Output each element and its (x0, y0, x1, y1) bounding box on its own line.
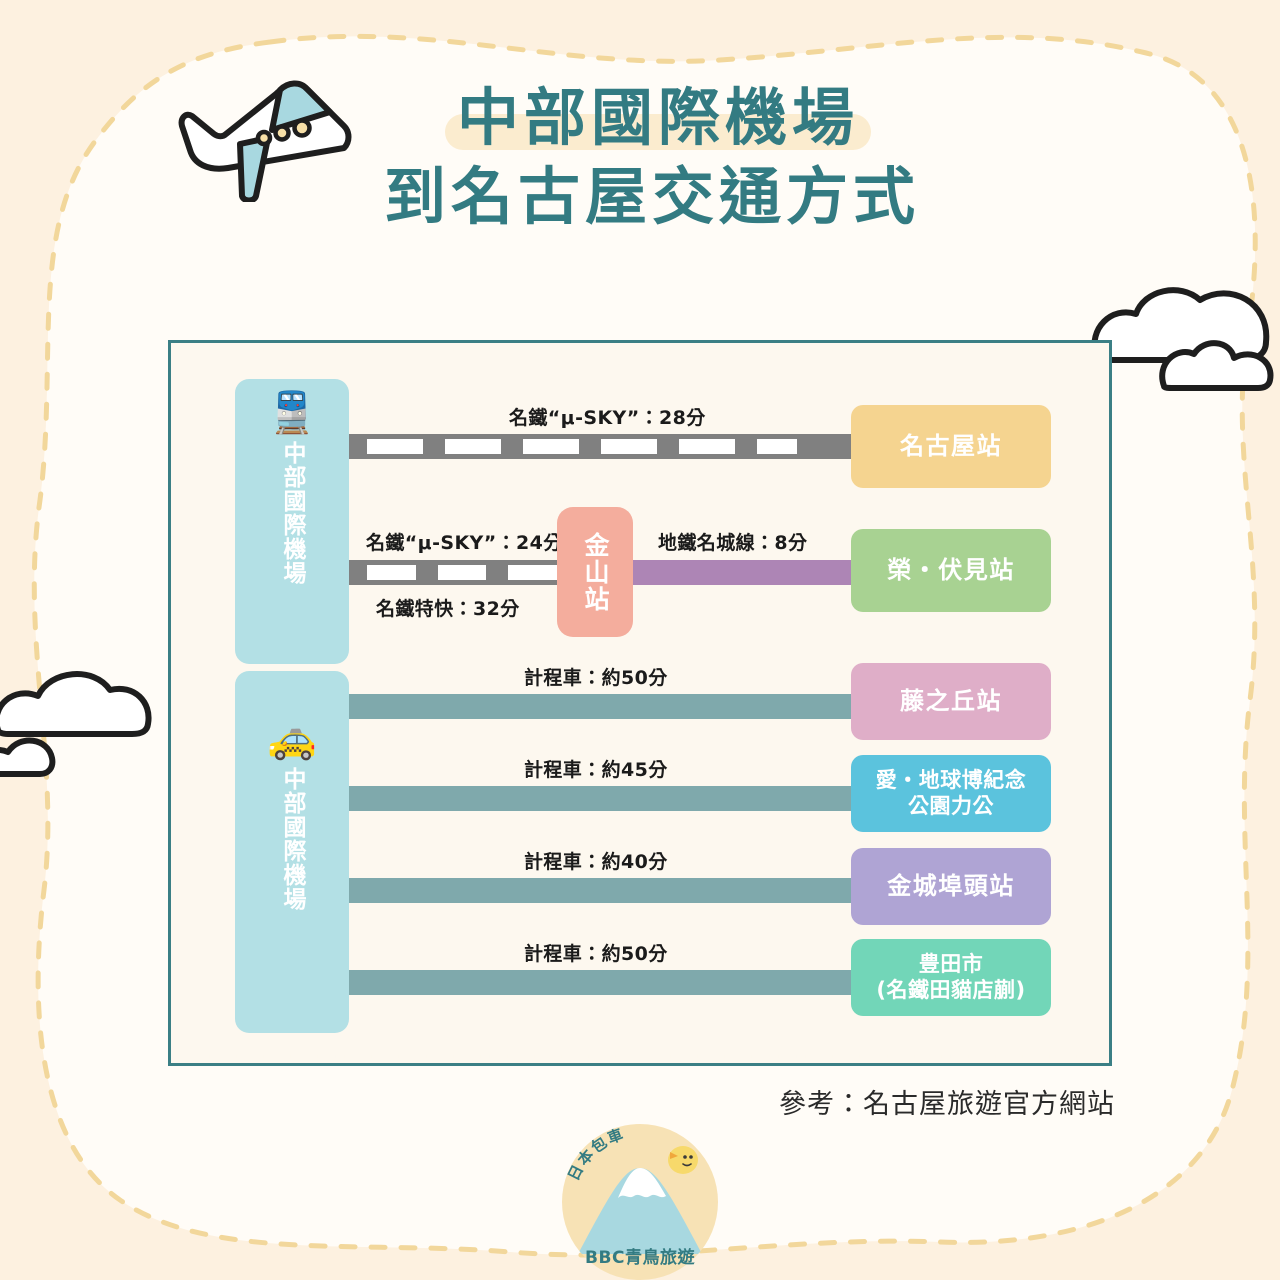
transfer-kanayama[interactable]: 金山站 (557, 507, 633, 637)
destination-sakae-fushimi-label: 榮・伏見站 (887, 555, 1015, 584)
destination-expo-park-label-line1: 愛・地球博紀念 (875, 767, 1027, 792)
logo-brand-text: BBC青鳥旅遊 (585, 1247, 695, 1268)
destination-kinjo-futo[interactable]: 金城埠頭站 (851, 848, 1051, 925)
title-line-2-text: 到名古屋交通方式 (383, 160, 920, 234)
origin-airport-train-label: 中部國際機場 (279, 441, 306, 585)
origin-airport-taxi-label: 中部國際機場 (279, 767, 306, 911)
title-line-1: 中部國際機場 (444, 78, 871, 157)
cloud-doodle-icon-left (0, 664, 160, 784)
route-sakae-subway-bar (633, 560, 865, 585)
title-highlight-bar (444, 114, 871, 151)
route-toyota-label: 計程車：約50分 (524, 943, 668, 965)
route-expo-park-bar (349, 786, 865, 811)
destination-fujigaoka[interactable]: 藤之丘站 (851, 663, 1051, 740)
destination-expo-park-label-line2: 公園力公 (908, 793, 994, 818)
origin-airport-taxi: 🚕 中部國際機場 (235, 671, 349, 1033)
airplane-doodle-icon (168, 72, 388, 204)
source-credit: 參考：名古屋旅遊官方網站 (779, 1089, 1115, 1120)
destination-toyota-label-line1: 豊田市 (918, 951, 984, 976)
destination-expo-park[interactable]: 愛・地球博紀念 公園力公 (851, 755, 1051, 832)
taxi-icon: 🚕 (267, 717, 317, 761)
destination-toyota-label-line2: (名鐵田貓店蒯) (876, 977, 1026, 1002)
cloud-doodle-icon-right (1084, 276, 1280, 394)
route-nagoya-label: 名鐵“μ-SKY”：28分 (509, 407, 706, 429)
title-line-1-text: 中部國際機場 (456, 81, 859, 154)
bird-icon (668, 1146, 698, 1174)
transfer-kanayama-label: 金山站 (581, 531, 610, 613)
title-line-2: 到名古屋交通方式 (384, 157, 920, 236)
route-fujigaoka-label: 計程車：約50分 (524, 667, 668, 689)
diagram-frame: 🚆 中部國際機場 名鐵“μ-SKY”：28分 名古屋站 名鐵“μ-SKY”：24… (168, 340, 1112, 1066)
destination-kinjo-futo-label: 金城埠頭站 (887, 871, 1015, 900)
page-title: 中部國際機場 到名古屋交通方式 (0, 78, 1280, 237)
route-nagoya-rail (349, 434, 865, 459)
route-expo-park-label: 計程車：約45分 (524, 759, 668, 781)
route-sakae-leg1-alt-label: 名鐵特快：32分 (376, 598, 520, 620)
destination-nagoya-label: 名古屋站 (900, 431, 1002, 460)
destination-sakae-fushimi[interactable]: 榮・伏見站 (851, 529, 1051, 612)
brand-logo: 日本包車 BBC青鳥旅遊 (552, 1122, 728, 1280)
route-fujigaoka-bar (349, 694, 865, 719)
route-kinjo-futo-bar (349, 878, 865, 903)
route-sakae-rail (349, 560, 558, 585)
destination-toyota[interactable]: 豊田市 (名鐵田貓店蒯) (851, 939, 1051, 1016)
train-icon: 🚆 (267, 391, 317, 435)
destination-nagoya[interactable]: 名古屋站 (851, 405, 1051, 488)
route-toyota-bar (349, 970, 865, 995)
route-sakae-leg2-label: 地鐵名城線：8分 (658, 532, 808, 554)
route-sakae-leg1-label: 名鐵“μ-SKY”：24分 (366, 532, 563, 554)
origin-airport-train: 🚆 中部國際機場 (235, 379, 349, 664)
route-kinjo-futo-label: 計程車：約40分 (524, 851, 668, 873)
destination-fujigaoka-label: 藤之丘站 (900, 686, 1002, 715)
